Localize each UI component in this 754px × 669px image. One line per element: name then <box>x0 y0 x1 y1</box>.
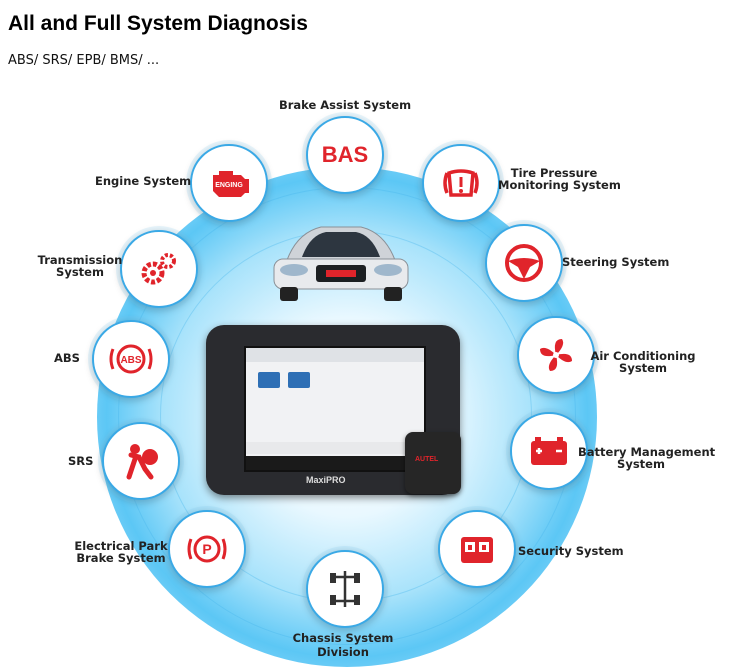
tire-label-1: Tire Pressure <box>510 166 598 180</box>
steering-wheel-icon <box>505 244 543 282</box>
dongle-brand: AUTEL <box>415 456 439 463</box>
gears-icon <box>141 253 176 285</box>
svg-text:P: P <box>202 541 211 557</box>
srs-label: SRS <box>68 454 94 468</box>
chassis-icon <box>330 571 360 607</box>
epb-node: P <box>168 510 246 588</box>
air-conditioning-node <box>517 316 595 394</box>
transmission-label-2: System <box>56 265 104 279</box>
security-icon <box>461 537 493 563</box>
srs-node <box>102 422 180 500</box>
steering-node <box>485 224 563 302</box>
system-diagram: MaxiPRO AUTEL BAS Brake Assist System EN… <box>0 82 754 669</box>
svg-text:ENGING: ENGING <box>215 182 243 189</box>
bas-icon: BAS <box>321 142 369 167</box>
page-title: All and Full System Diagnosis <box>8 12 308 35</box>
brake-assist-label: Brake Assist System <box>278 98 412 112</box>
air-label-1: Air Conditioning <box>590 349 696 363</box>
chassis-label-2: Division <box>317 645 369 659</box>
battery-node <box>510 412 588 490</box>
fan-icon <box>540 339 572 371</box>
transmission-node <box>120 230 198 308</box>
device-model: MaxiPRO <box>306 475 346 485</box>
engine-icon: ENGING <box>213 171 249 197</box>
parking-brake-icon: P <box>187 535 227 563</box>
vci-dongle: AUTEL <box>405 432 461 494</box>
chassis-label-1: Chassis System <box>292 631 394 645</box>
tablet-screen <box>244 346 426 472</box>
bas-node: BAS <box>306 116 384 194</box>
airbag-icon <box>126 444 158 480</box>
security-node <box>438 510 516 588</box>
battery-icon <box>531 437 567 465</box>
steering-label: Steering System <box>562 255 670 269</box>
air-label-2: System <box>619 361 667 375</box>
abs-icon: ABS <box>109 344 153 374</box>
security-label: Security System <box>518 544 624 558</box>
abs-label: ABS <box>54 351 80 365</box>
tire-label-2: Monitoring System <box>498 178 621 192</box>
battery-label-2: System <box>617 457 665 471</box>
tire-node <box>422 144 500 222</box>
page-subtitle: ABS/ SRS/ EPB/ BMS/ ... <box>8 53 160 68</box>
tire-pressure-icon <box>443 169 479 197</box>
engine-node: ENGING <box>190 144 268 222</box>
engine-label: Engine System <box>95 174 192 188</box>
car-image <box>266 215 416 305</box>
battery-label-1: Battery Management <box>578 445 716 459</box>
svg-text:ABS: ABS <box>120 355 141 366</box>
chassis-node <box>306 550 384 628</box>
abs-node: ABS <box>92 320 170 398</box>
transmission-label-1: Transmission <box>37 253 123 267</box>
epb-label-1: Electrical Park <box>74 539 168 553</box>
epb-label-2: Brake System <box>76 551 166 565</box>
